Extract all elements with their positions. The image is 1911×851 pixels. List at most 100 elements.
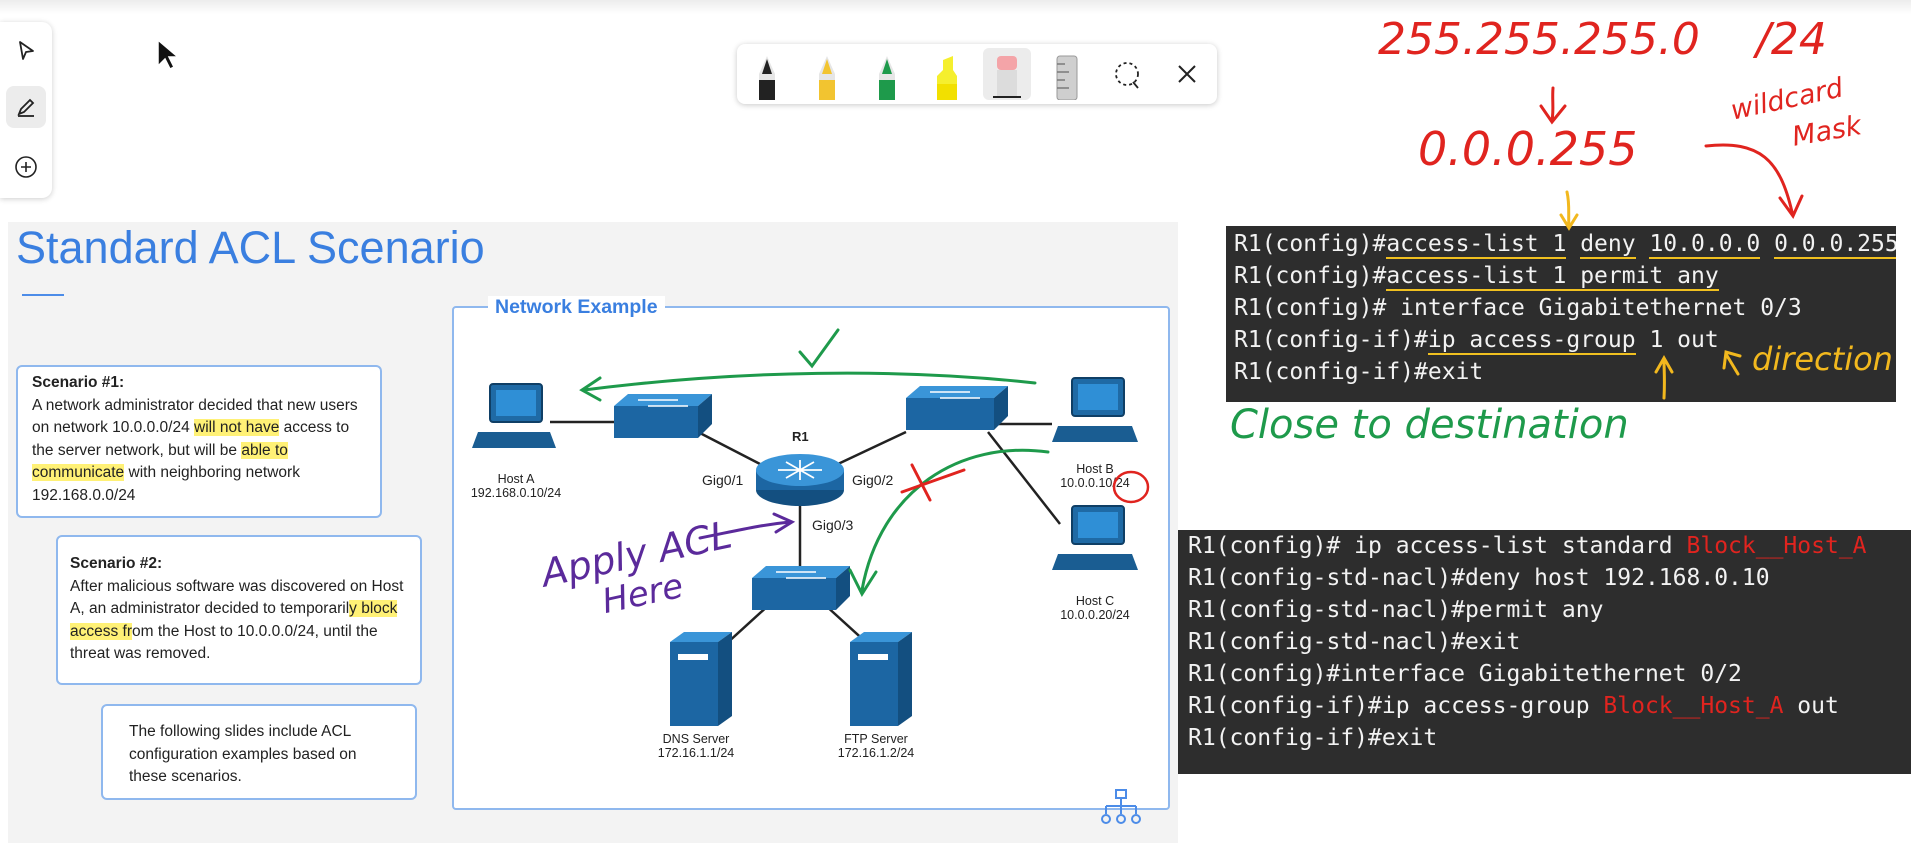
ruler-icon: [1056, 55, 1078, 101]
scenario1-text-part: with neighboring network 192.168.0.0/24: [32, 464, 300, 504]
acl-name-text: Block__Host_A: [1603, 693, 1784, 719]
terminal1-text: R1(config)#: [1234, 231, 1387, 257]
wildcard-value-note: 0.0.0.255: [1418, 122, 1638, 176]
pen-toolbar: [737, 44, 1217, 104]
highlighter-icon: [937, 56, 957, 100]
scenario2-text-part: After malicious software was discovered …: [70, 577, 404, 618]
eraser-button[interactable]: [983, 48, 1031, 100]
terminal2-line-4: R1(config-std-nacl)#exit: [1188, 629, 1521, 655]
highlighter-button[interactable]: [923, 48, 971, 100]
terminal1-line-3: R1(config)# interface Gigabitethernet 0/…: [1234, 295, 1802, 321]
plus-circle-icon: [15, 156, 37, 178]
terminal1-line-5: R1(config-if)#exit: [1234, 359, 1484, 385]
note-text: The following slides include ACL configu…: [129, 723, 357, 785]
pen-tool-button[interactable]: [6, 86, 46, 128]
terminal1-line-2: R1(config)#access-list 1 permit any: [1234, 260, 1888, 292]
dns-server-ip: 172.16.1.1/24: [657, 746, 735, 760]
tool-rail: [0, 22, 52, 198]
terminal2-line-2: R1(config-std-nacl)#deny host 192.168.0.…: [1188, 565, 1770, 591]
network-diagram-frame: [452, 306, 1170, 810]
scenario2-heading: Scenario #2:: [70, 555, 163, 572]
host-c-computer: [1052, 505, 1138, 570]
black-pen-icon: [759, 56, 775, 100]
network-topology: [472, 377, 1138, 726]
terminal2-line-1: R1(config)# ip access-list standard Bloc…: [1188, 530, 1901, 562]
scenario2-text: After malicious software was discovered …: [70, 576, 408, 666]
terminal2-text: R1(config-if)#ip access-group: [1188, 693, 1604, 719]
green-pen-icon: [879, 56, 895, 100]
green-pen-button[interactable]: [863, 48, 911, 100]
terminal2-text: out: [1783, 693, 1839, 719]
host-b-ip: 10.0.0.10/24: [1060, 476, 1130, 490]
slide-title: Standard ACL Scenario: [16, 222, 485, 273]
dns-server-name: DNS Server: [662, 732, 730, 746]
terminal1-text: access-list 1 permit any: [1386, 263, 1719, 291]
black-pen-button[interactable]: [743, 48, 791, 100]
scenario1-card: Scenario #1: A network administrator dec…: [16, 365, 382, 518]
ruler-button[interactable]: [1043, 48, 1091, 101]
close-icon: [1178, 65, 1196, 83]
scenario1-text-part: A network administrator decided that new…: [32, 396, 358, 437]
terminal1-text: 1 out: [1635, 327, 1719, 353]
terminal-config-1: R1(config)#access-list 1 deny 10.0.0.0 0…: [1226, 226, 1896, 402]
note-card: The following slides include ACL configu…: [101, 704, 417, 800]
scenario2-card: Scenario #2: After malicious software wa…: [56, 535, 422, 685]
terminal2-line-3: R1(config-std-nacl)#permit any: [1188, 597, 1604, 623]
terminal-config-2: R1(config)# ip access-list standard Bloc…: [1178, 530, 1911, 774]
terminal2-line-5: R1(config)#interface Gigabitethernet 0/2: [1188, 661, 1742, 687]
add-button[interactable]: [6, 146, 46, 188]
select-tool-button[interactable]: [6, 30, 46, 72]
switch-top-right: [906, 386, 1008, 430]
pen-icon: [17, 98, 35, 117]
title-underline: [22, 294, 64, 296]
dns-server: [670, 632, 732, 726]
terminal1-text: R1(config)#: [1234, 263, 1387, 289]
network-diagram-icon: [1101, 789, 1141, 824]
eraser-icon: [993, 56, 1021, 98]
ftp-server-ip: 172.16.1.2/24: [837, 746, 915, 760]
terminal1-line-4: R1(config-if)#ip access-group 1 out: [1234, 324, 1888, 356]
network-diagram-title: Network Example: [488, 296, 665, 319]
gig02-label: Gig0/2: [852, 472, 894, 488]
router-r1-icon: [756, 454, 844, 506]
terminal2-line-6: R1(config-if)#ip access-group Block__Hos…: [1188, 690, 1901, 722]
terminal1-text: R1(config-if)#: [1234, 327, 1428, 353]
gig01-label: Gig0/1: [702, 472, 744, 488]
terminal1-text: access-list 1: [1386, 231, 1567, 259]
terminal2-line-7: R1(config-if)#exit: [1188, 725, 1438, 751]
window-top-strip: [0, 0, 1911, 14]
terminal1-line-1: R1(config)#access-list 1 deny 10.0.0.0 0…: [1234, 228, 1896, 260]
host-a-name: Host A: [497, 472, 535, 486]
terminal1-text: deny: [1580, 231, 1636, 259]
subnet-mask-note: 255.255.255.0: [1378, 14, 1700, 65]
terminal1-text: ip access-group: [1427, 327, 1636, 355]
direction-note: direction: [1752, 340, 1893, 378]
ftp-server-name: FTP Server: [844, 732, 908, 746]
host-a-ip: 192.168.0.10/24: [470, 486, 562, 500]
mouse-cursor-icon: [157, 38, 181, 71]
close-toolbar-button[interactable]: [1163, 48, 1211, 100]
switch-top-left: [614, 394, 712, 438]
host-a-computer: [472, 383, 556, 448]
lasso-select-button[interactable]: [1103, 48, 1151, 100]
terminal1-text: 0.0.0.255: [1774, 231, 1896, 259]
prefix-note: /24: [1756, 14, 1827, 65]
scenario2-text-part: om the Host to 10.0.0.0/24, until the th…: [70, 622, 378, 663]
acl-name-text: Block__Host_A: [1686, 533, 1867, 559]
host-c-name: Host C: [1075, 594, 1115, 608]
terminal1-text: 10.0.0.0: [1649, 231, 1761, 259]
scenario1-text: A network administrator decided that new…: [32, 395, 366, 508]
close-to-destination-note: Close to destination: [1230, 402, 1629, 448]
yellow-pen-button[interactable]: [803, 48, 851, 100]
host-b-computer: [1052, 377, 1138, 442]
router-label: R1: [792, 429, 809, 444]
switch-bottom: [752, 566, 850, 610]
scenario1-highlight: will not have: [194, 419, 280, 436]
pointer-icon: [19, 41, 34, 60]
